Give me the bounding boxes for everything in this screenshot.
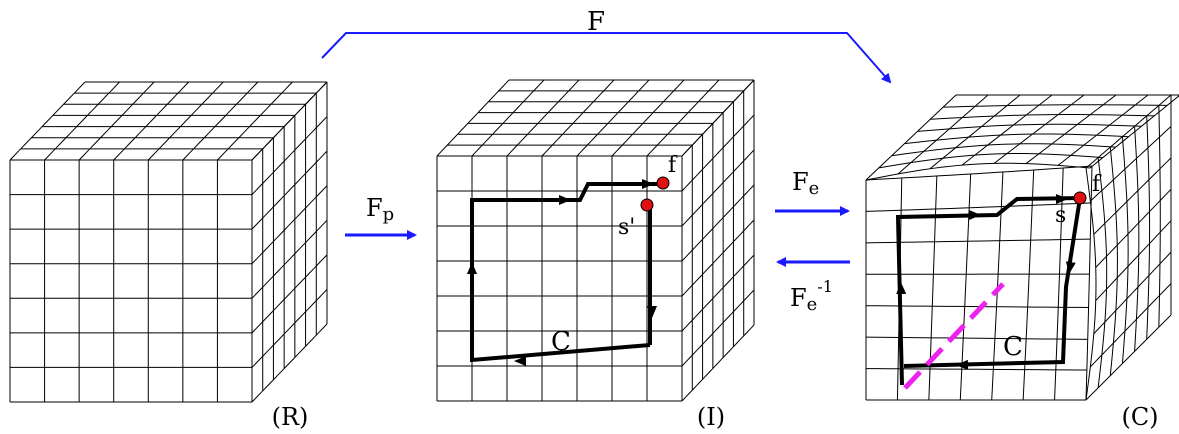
point-f-current [1073, 191, 1087, 205]
cube-intermediate [436, 79, 755, 402]
label-plastic-map: Fp [366, 194, 394, 225]
label-circuit-current: C [1003, 332, 1023, 362]
point-s-prime [640, 198, 654, 212]
label-config-intermediate: (I) [697, 403, 725, 431]
dislocation-line [903, 282, 1005, 390]
label-config-reference: (R) [272, 403, 309, 431]
label-inverse-elastic-map: Fe-1 [790, 277, 833, 315]
label-point-f-intermediate: f [668, 153, 678, 178]
point-f-intermediate [656, 176, 670, 190]
burgers-circuit-current [895, 191, 1087, 390]
label-total-map: F [587, 7, 605, 37]
cube-reference [9, 81, 328, 403]
label-elastic-map: Fe [792, 168, 819, 199]
burgers-circuit-intermediate [467, 176, 670, 366]
label-point-f-current: f [1092, 172, 1102, 197]
label-point-s-current: s [1055, 203, 1066, 228]
label-point-s-prime: s' [618, 215, 635, 240]
cube-current [865, 94, 1179, 401]
label-config-current: (C) [1121, 403, 1158, 431]
arrow-total-map [321, 32, 892, 84]
label-circuit-intermediate: C [551, 327, 571, 357]
map-arrows [321, 32, 892, 267]
